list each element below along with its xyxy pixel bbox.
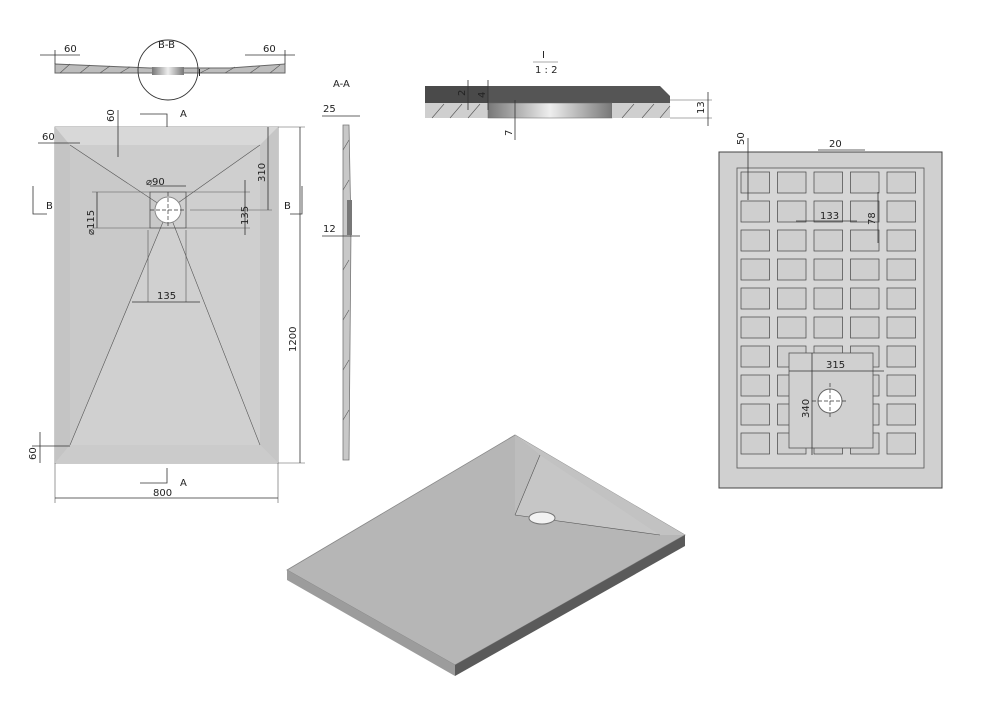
- dim-bottom-20: 20: [829, 139, 842, 150]
- dim-detail-2: 2: [457, 90, 468, 96]
- section-arrow-b-left: B: [46, 201, 53, 212]
- rib-cell: [813, 258, 843, 281]
- dim-width-800: 800: [153, 488, 172, 499]
- rib-cell: [740, 374, 770, 397]
- detail-i-view: I 1 : 2 2 4 7 13: [425, 50, 712, 140]
- rib-cell: [813, 200, 843, 223]
- dim-plan-60-top: 60: [106, 109, 117, 122]
- section-arrow-b-right: B: [284, 201, 291, 212]
- section-aa-label: A-A: [333, 79, 350, 90]
- dim-bottom-340: 340: [801, 399, 812, 418]
- rib-cell: [740, 287, 770, 310]
- iso-drain-hole: [528, 511, 556, 525]
- dim-bottom-78: 78: [867, 212, 878, 225]
- dim-top-left-60: 60: [64, 44, 77, 55]
- rib-cell: [886, 200, 916, 223]
- rib-cell: [813, 229, 843, 252]
- rib-cell: [886, 171, 916, 194]
- rib-cell: [777, 287, 807, 310]
- dim-bottom-315: 315: [826, 360, 845, 371]
- rib-cell: [777, 258, 807, 281]
- rib-cell: [777, 200, 807, 223]
- dim-detail-7: 7: [504, 130, 515, 136]
- dim-bottom-133: 133: [820, 211, 839, 222]
- dim-aa-25: 25: [323, 104, 336, 115]
- rib-cell: [886, 287, 916, 310]
- rib-cell: [740, 345, 770, 368]
- rib-cell: [740, 171, 770, 194]
- rib-cell: [813, 287, 843, 310]
- rib-cell: [850, 287, 880, 310]
- dim-plan-60-left: 60: [42, 132, 55, 143]
- dim-drain-115: ⌀115: [86, 210, 97, 235]
- dim-detail-13: 13: [696, 101, 707, 114]
- detail-label: I: [542, 50, 545, 61]
- rib-cell: [740, 229, 770, 252]
- rib-cell: [850, 316, 880, 339]
- section-arrow-a-top: A: [180, 109, 187, 120]
- bottom-ribs-grid: [740, 171, 916, 455]
- dim-aa-12: 12: [323, 224, 336, 235]
- rib-cell: [850, 229, 880, 252]
- bottom-view: 50 20 133 78 315 340: [718, 132, 943, 489]
- section-arrow-a-bottom: A: [180, 478, 187, 489]
- plan-view: ⌀90 ⌀115 135 135 310 60 60 60 1200 800 A: [28, 109, 305, 503]
- rib-cell: [777, 171, 807, 194]
- rib-cell: [886, 374, 916, 397]
- rib-cell: [777, 316, 807, 339]
- rib-cell: [740, 258, 770, 281]
- rib-cell: [886, 316, 916, 339]
- rib-cell: [740, 200, 770, 223]
- section-bb-label: B-B: [158, 40, 175, 51]
- rib-cell: [886, 403, 916, 426]
- dim-drain-90: ⌀90: [146, 177, 165, 188]
- rib-cell: [886, 345, 916, 368]
- rib-cell: [850, 171, 880, 194]
- dim-drain-135-horizontal: 135: [157, 291, 176, 302]
- rib-cell: [740, 403, 770, 426]
- section-aa-view: A-A 25 12: [322, 79, 360, 461]
- rib-cell: [850, 258, 880, 281]
- rib-cell: [813, 316, 843, 339]
- detail-marker-label: I: [198, 68, 201, 79]
- rib-cell: [886, 229, 916, 252]
- dim-top-right-60: 60: [263, 44, 276, 55]
- rib-cell: [777, 229, 807, 252]
- dim-drain-135-vertical: 135: [240, 206, 251, 225]
- rib-cell: [850, 200, 880, 223]
- rib-cell: [740, 432, 770, 455]
- rib-cell: [886, 258, 916, 281]
- dim-drain-310: 310: [257, 163, 268, 182]
- dim-detail-4: 4: [477, 92, 488, 98]
- rib-cell: [740, 316, 770, 339]
- dim-length-1200: 1200: [288, 327, 299, 352]
- dim-plan-60-bottom: 60: [28, 447, 39, 460]
- rib-cell: [813, 171, 843, 194]
- rib-cell: [886, 432, 916, 455]
- detail-circle: [137, 39, 199, 101]
- section-bb-view: I B-B 60 60: [40, 39, 295, 101]
- isometric-view: [286, 434, 686, 676]
- detail-scale: 1 : 2: [535, 65, 557, 76]
- dim-bottom-50: 50: [736, 132, 747, 145]
